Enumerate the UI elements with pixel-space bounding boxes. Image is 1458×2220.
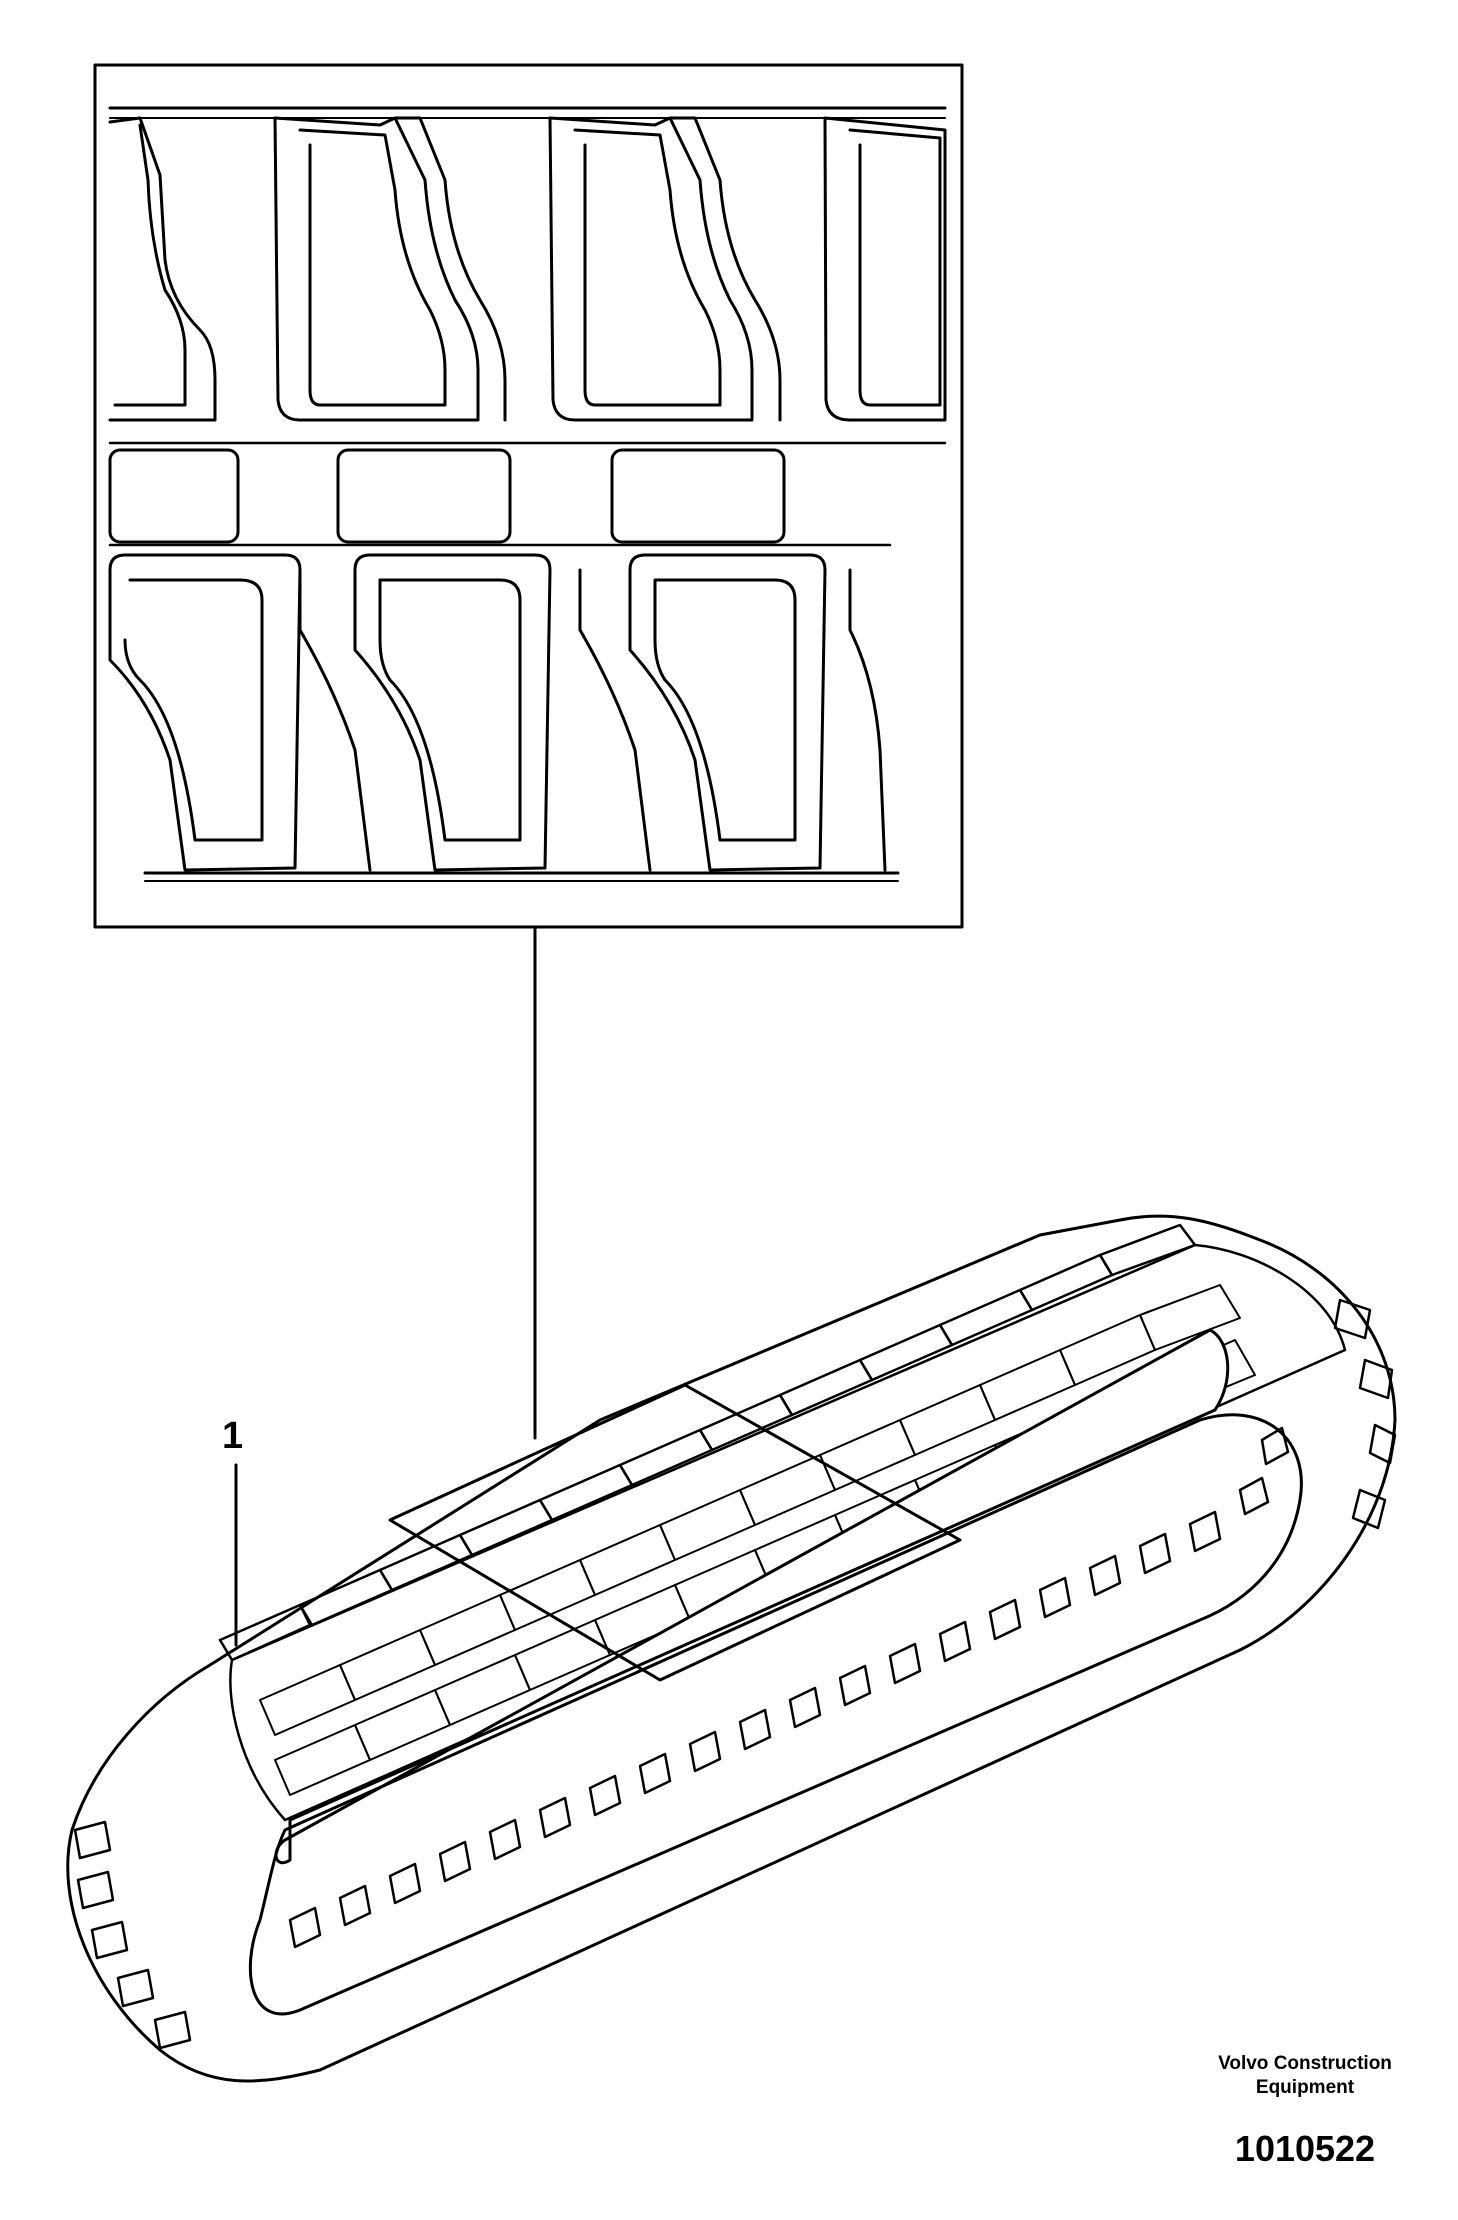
guide-block-1 bbox=[108, 448, 240, 544]
lower-lug-3-inner bbox=[653, 578, 797, 842]
upper-lug-2-inner bbox=[298, 128, 447, 407]
detail-region-outline bbox=[388, 1383, 962, 1682]
track-inner-loop bbox=[274, 1328, 1230, 1864]
upper-lug-3 bbox=[548, 116, 754, 422]
lower-lug-2-strip bbox=[298, 568, 372, 872]
reference-number: 1010522 bbox=[1234, 2128, 1376, 2169]
callout-1-label: 1 bbox=[222, 1415, 243, 1457]
upper-lug-1-inner bbox=[113, 123, 187, 407]
callout-1: 1 bbox=[222, 1415, 243, 1647]
upper-lug-1 bbox=[108, 116, 217, 422]
lower-lug-1 bbox=[108, 553, 302, 872]
lower-lug-1-inner bbox=[123, 578, 264, 842]
guide-block-2 bbox=[336, 448, 512, 544]
end-lugs bbox=[73, 1298, 1397, 2050]
track-tread-face bbox=[229, 1243, 1347, 1822]
tread-detail-view bbox=[93, 63, 964, 929]
upper-lug-2 bbox=[273, 116, 480, 422]
lower-lug-4-strip bbox=[848, 568, 887, 872]
guide-block-3 bbox=[610, 448, 786, 544]
upper-tread-lugs bbox=[108, 116, 947, 422]
upper-lug-3-strip bbox=[668, 116, 782, 422]
upper-lug-3-inner bbox=[573, 128, 722, 407]
lower-tread-lugs bbox=[108, 553, 887, 872]
upper-lug-2-strip bbox=[393, 116, 507, 422]
upper-lug-4 bbox=[823, 116, 947, 422]
lower-lug-3-strip bbox=[578, 568, 652, 872]
lower-lug-2-inner bbox=[378, 578, 522, 842]
guide-blocks bbox=[108, 448, 786, 544]
lower-lug-2 bbox=[353, 553, 552, 872]
upper-lug-4-inner bbox=[848, 128, 942, 407]
track-inner-band bbox=[248, 1413, 1303, 2016]
rubber-track bbox=[66, 1214, 1397, 2083]
lower-lug-3 bbox=[628, 553, 827, 872]
guide-teeth-row bbox=[288, 1426, 1290, 1949]
manufacturer-label: Volvo Construction Equipment bbox=[1218, 2053, 1392, 2098]
detail-frame bbox=[93, 63, 964, 929]
